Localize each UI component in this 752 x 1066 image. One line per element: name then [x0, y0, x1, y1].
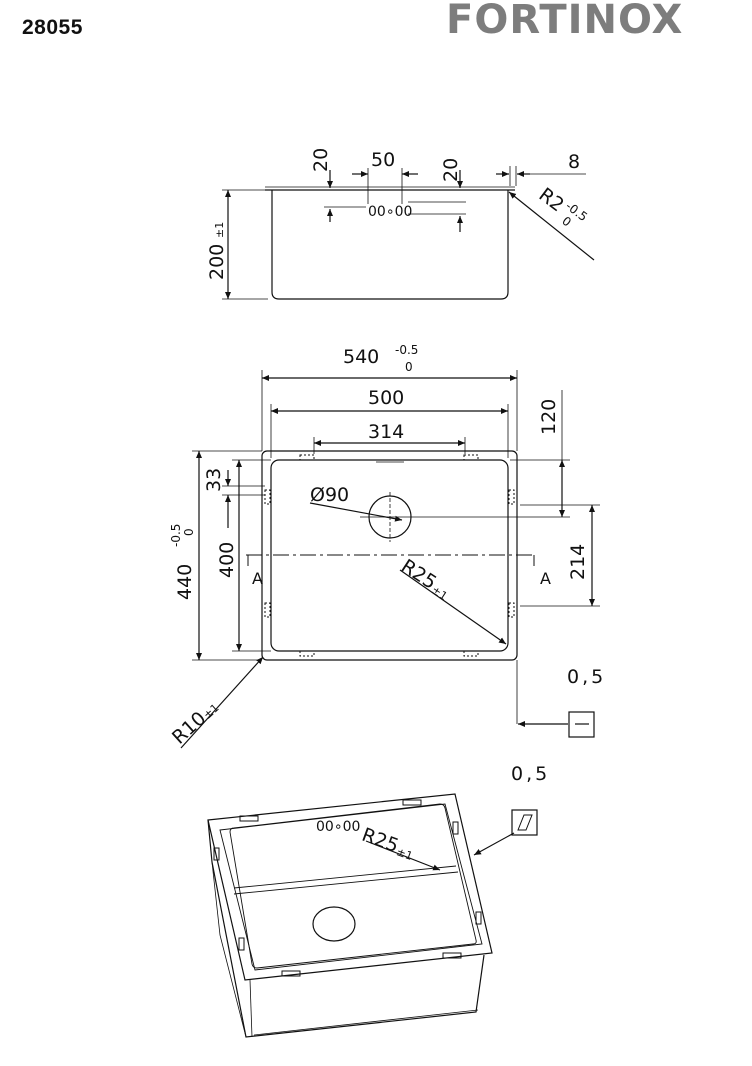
dim-540-tol-upper: -0.5 — [395, 343, 418, 357]
dim-120-text: 120 — [538, 399, 560, 435]
dim-540-tol-lower: 0 — [405, 360, 413, 374]
dim-440-tol-upper: -0.5 — [169, 524, 183, 547]
dim-8-text: 8 — [568, 151, 580, 173]
overflow-symbol: 00∘00 — [368, 204, 412, 220]
dim-500-text: 500 — [368, 387, 404, 409]
dim-200-tol: ±1 — [213, 222, 226, 238]
iso-bowl-inner — [229, 803, 477, 969]
iso-r25-leader — [365, 840, 441, 871]
dim-540-text: 540 — [343, 346, 379, 368]
iso-body — [207, 819, 485, 1038]
iso-r25-tol: ±1 — [395, 845, 415, 863]
dim-50-text: 50 — [371, 149, 395, 171]
drain-text: Ø90 — [310, 484, 349, 506]
top-view — [180, 370, 600, 749]
brand-logo: FORTINOX — [446, 0, 684, 43]
iso-drain — [312, 906, 356, 942]
dim-33-text: 33 — [203, 468, 225, 492]
side-view — [222, 166, 595, 300]
iso-rim-inner — [219, 803, 483, 971]
iso-r25-text: R25 — [359, 824, 402, 857]
r2-text: R2 — [535, 184, 568, 217]
iso-rim-outer — [207, 793, 493, 981]
dim-20-right-text: 20 — [440, 158, 462, 182]
dim-314-text: 314 — [368, 421, 404, 443]
iso-flatness-value: 0,5 — [511, 763, 550, 785]
side-view-outline — [271, 190, 509, 300]
r10-leader — [180, 656, 264, 749]
r25-leader — [399, 569, 507, 645]
r2-tol-lower: 0 — [559, 214, 574, 230]
dim-440-text: 440 — [174, 564, 196, 600]
drain-leader — [309, 502, 403, 522]
dim-400-text: 400 — [216, 542, 238, 578]
flatness-symbol-box — [568, 711, 595, 738]
dim-214-text: 214 — [567, 544, 589, 580]
flatness-value: 0,5 — [567, 666, 606, 688]
dim-440-tol-lower: 0 — [182, 528, 196, 536]
iso-overflow-symbol: 00∘00 — [316, 819, 360, 835]
inner-bowl — [270, 459, 509, 652]
dim-20-left-text: 20 — [310, 148, 332, 172]
isometric-view — [207, 793, 538, 1038]
r2-leader — [508, 191, 595, 261]
iso-clips — [213, 799, 482, 977]
iso-flatness-box — [511, 809, 538, 836]
mounting-clips — [264, 454, 515, 657]
product-code: 28055 — [22, 16, 83, 39]
section-label-right: A — [540, 569, 551, 588]
iso-flatness-leader — [473, 832, 515, 856]
dim-200-text: 200 — [206, 244, 228, 280]
section-label-left: A — [252, 569, 263, 588]
